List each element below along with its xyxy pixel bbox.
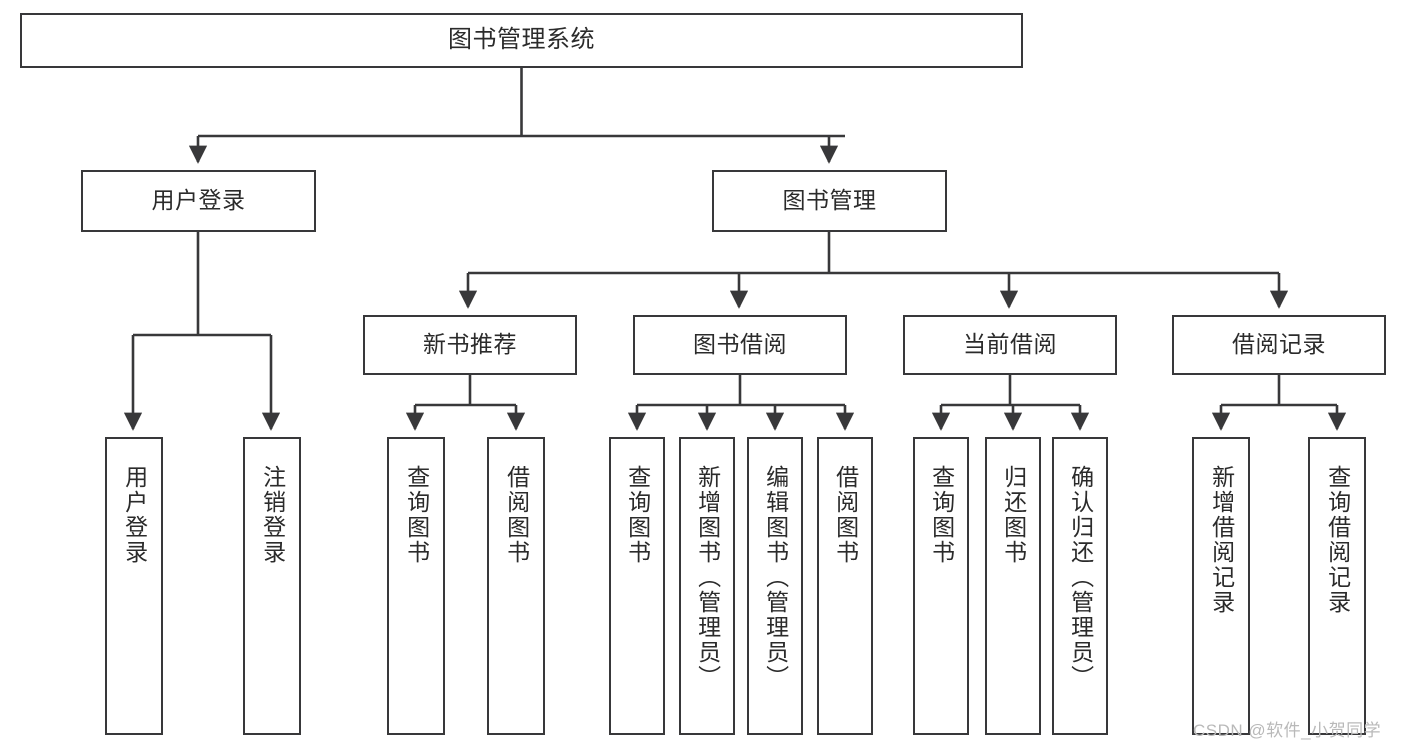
node-root[interactable]: 图书管理系统 (20, 13, 1023, 68)
leaf-node[interactable]: 归还图书 (985, 437, 1041, 735)
leaf-node[interactable]: 注销登录 (243, 437, 301, 735)
leaf-node[interactable]: 查询借阅记录 (1308, 437, 1366, 735)
leaf-node-label: 注销登录 (259, 465, 286, 565)
leaf-node-label: 查询图书 (624, 465, 651, 565)
leaf-node-label: 确认归还（管理员） (1067, 465, 1094, 690)
leaf-node[interactable]: 借阅图书 (817, 437, 873, 735)
leaf-node-label: 编辑图书（管理员） (762, 465, 789, 690)
node-book-management-label: 图书管理 (782, 187, 877, 214)
leaf-node-label: 借阅图书 (503, 465, 530, 565)
node-user-login[interactable]: 用户登录 (81, 170, 316, 232)
node-new-book-recommend[interactable]: 新书推荐 (363, 315, 577, 375)
leaf-node-label: 查询图书 (928, 465, 955, 565)
leaf-node[interactable]: 借阅图书 (487, 437, 545, 735)
leaf-node[interactable]: 查询图书 (913, 437, 969, 735)
leaf-node-label: 查询借阅记录 (1324, 465, 1351, 615)
leaf-node-label: 用户登录 (121, 465, 148, 565)
node-current-borrow-label: 当前借阅 (963, 331, 1057, 358)
node-book-borrow-label: 图书借阅 (693, 331, 787, 358)
leaf-node[interactable]: 查询图书 (609, 437, 665, 735)
leaf-node-label: 查询图书 (403, 465, 430, 565)
node-borrow-record[interactable]: 借阅记录 (1172, 315, 1386, 375)
leaf-node-label: 归还图书 (1000, 465, 1027, 565)
leaf-node[interactable]: 查询图书 (387, 437, 445, 735)
leaf-node[interactable]: 新增借阅记录 (1192, 437, 1250, 735)
node-book-management[interactable]: 图书管理 (712, 170, 947, 232)
leaf-node[interactable]: 用户登录 (105, 437, 163, 735)
node-user-login-label: 用户登录 (151, 187, 246, 214)
leaf-node[interactable]: 确认归还（管理员） (1052, 437, 1108, 735)
node-book-borrow[interactable]: 图书借阅 (633, 315, 847, 375)
node-borrow-record-label: 借阅记录 (1232, 331, 1326, 358)
leaf-node-label: 新增图书（管理员） (694, 465, 721, 690)
node-new-book-recommend-label: 新书推荐 (423, 331, 517, 358)
leaf-node[interactable]: 新增图书（管理员） (679, 437, 735, 735)
leaf-node[interactable]: 编辑图书（管理员） (747, 437, 803, 735)
leaf-node-label: 新增借阅记录 (1208, 465, 1235, 615)
leaf-node-label: 借阅图书 (832, 465, 859, 565)
csdn-watermark: CSDN @软件_小贺同学 (1193, 721, 1382, 740)
node-root-label: 图书管理系统 (448, 26, 595, 54)
node-current-borrow[interactable]: 当前借阅 (903, 315, 1117, 375)
